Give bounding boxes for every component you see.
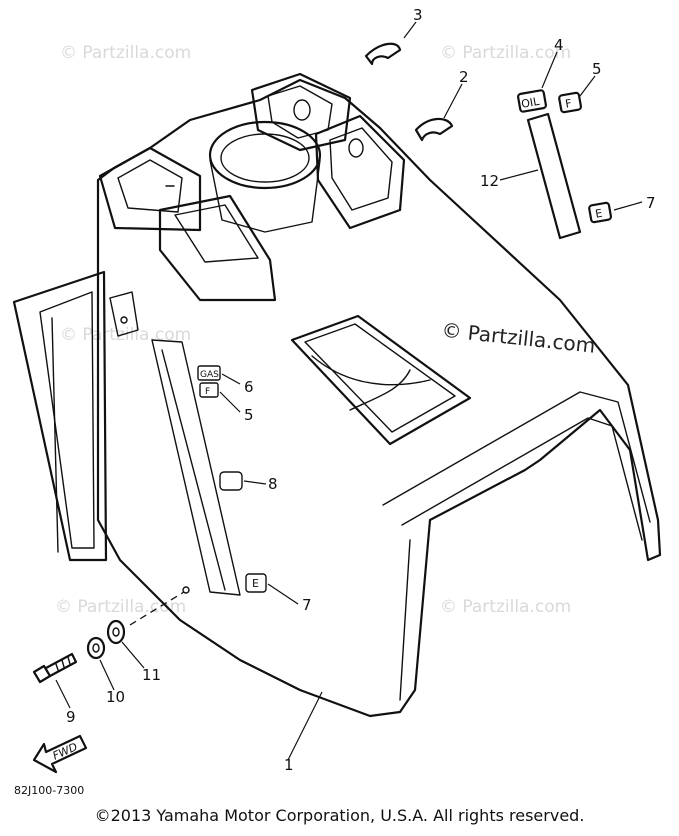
watermark: © Partzilla.com — [55, 597, 186, 617]
part-code: 82J100-7300 — [14, 784, 84, 797]
watermark-main: © Partzilla.com — [440, 318, 596, 358]
front-panel-body — [12, 72, 662, 718]
callout-8: 8 — [268, 475, 278, 493]
clip-part-2 — [414, 117, 454, 142]
callout-9: 9 — [66, 708, 76, 726]
callout-11: 11 — [142, 666, 161, 684]
e-decal-panel: E — [245, 573, 267, 593]
callout-10: 10 — [106, 688, 125, 706]
f-decal-panel: F — [199, 382, 219, 398]
svg-text:OIL: OIL — [520, 95, 541, 111]
washer-part-10 — [86, 636, 106, 660]
watermark: © Partzilla.com — [60, 43, 191, 63]
callout-2: 2 — [459, 68, 469, 86]
fwd-arrow-icon: FWD — [32, 734, 88, 774]
callout-5: 5 — [592, 60, 602, 78]
callout-7: 7 — [302, 596, 312, 614]
callout-1: 1 — [284, 756, 294, 774]
svg-text:F: F — [205, 387, 210, 397]
callout-3: 3 — [413, 6, 423, 24]
svg-text:GAS: GAS — [200, 370, 219, 380]
gas-decal: GAS — [197, 365, 221, 381]
svg-text:E: E — [252, 577, 259, 590]
bolt-part-9 — [32, 652, 78, 684]
copyright-footer: ©2013 Yamaha Motor Corporation, U.S.A. A… — [94, 806, 585, 825]
callout-5: 5 — [244, 406, 254, 424]
callout-4: 4 — [554, 36, 564, 54]
e-decal-top: E — [588, 201, 613, 224]
strip-part-12 — [526, 112, 582, 240]
svg-text:E: E — [594, 207, 603, 221]
svg-text:FWD: FWD — [51, 740, 80, 762]
parts-diagram: © Partzilla.com © Partzilla.com © Partzi… — [12, 6, 662, 797]
f-decal-top: F — [558, 91, 583, 114]
callout-7: 7 — [646, 194, 656, 212]
oil-decal: OIL — [517, 89, 547, 113]
decal-part-8 — [219, 471, 243, 491]
washer-part-11 — [106, 619, 126, 645]
callout-12: 12 — [480, 172, 499, 190]
watermark: © Partzilla.com — [440, 43, 571, 63]
callout-6: 6 — [244, 378, 254, 396]
clip-part-3 — [364, 42, 402, 66]
watermark: © Partzilla.com — [440, 597, 571, 617]
svg-text:F: F — [564, 97, 572, 111]
